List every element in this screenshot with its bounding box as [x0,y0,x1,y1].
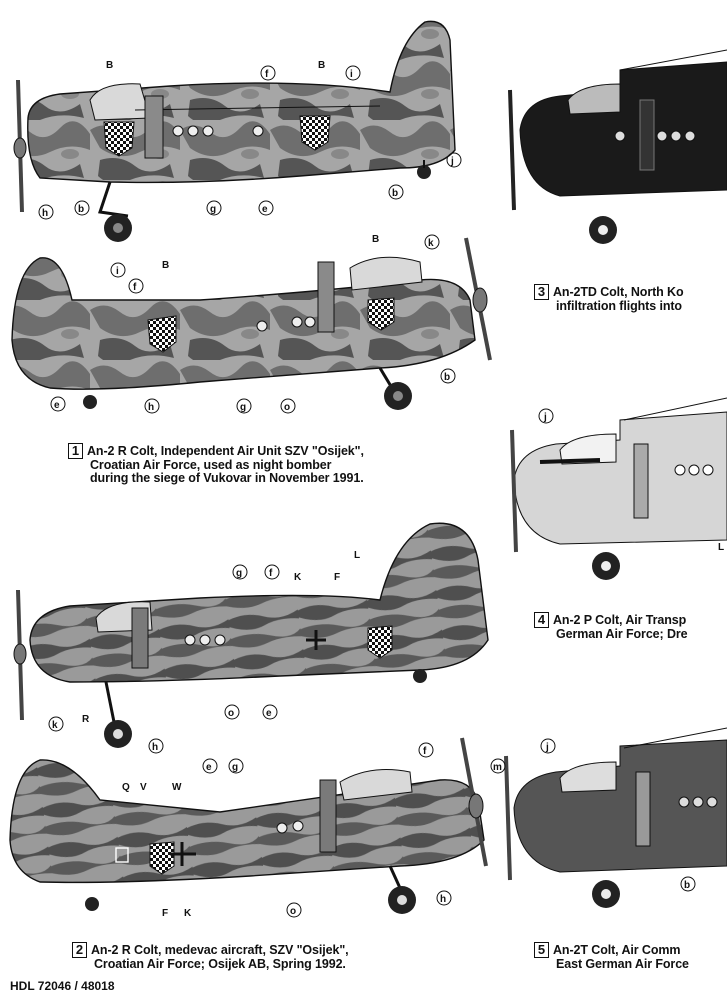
callout-p4-8: o [290,906,296,917]
caption-2-line2: Croatian Air Force; Osijek AB, Spring 19… [94,957,346,971]
plane-7-profile [504,727,727,908]
callout-p4-3: e [206,762,212,773]
callout-p4-0: Q [122,782,130,793]
callout-p2-0: i [116,266,119,277]
callout-p1-4: j [450,156,454,167]
callout-p1-5: b [392,188,398,199]
callout-p1-2: B [318,60,325,71]
caption-1: 1 An-2 R Colt, Independent Air Unit SZV "… [68,443,364,485]
callout-p3-1: f [269,568,273,579]
callout-p1-3: i [350,69,353,80]
caption-1-number: 1 [68,443,83,459]
callout-p6-0: m [493,762,502,773]
callout-p6-2: b [684,880,690,891]
callout-p4-1: V [140,782,147,793]
caption-3-line2: infiltration flights into [556,299,682,313]
caption-5-number: 5 [534,942,549,958]
callout-p2-4: k [428,238,434,249]
callout-p1-9: e [262,204,268,215]
callout-p6-1: j [545,742,549,753]
callout-p5-0: j [543,412,547,423]
plane-6-profile [510,397,727,580]
callout-p4-7: K [184,908,192,919]
caption-1-line3: during the siege of Vukovar in November … [90,471,364,485]
callout-p3-8: o [228,708,234,719]
caption-2: 2 An-2 R Colt, medevac aircraft, SZV "Osi… [72,942,349,971]
caption-3-line1: An-2TD Colt, North Ko [553,285,684,299]
callout-p4-5: f [423,746,427,757]
caption-4-line2: German Air Force; Dre [556,627,688,641]
sheet-code-footer: HDL 72046 / 48018 [10,979,115,993]
caption-5-line1: An-2T Colt, Air Comm [553,943,681,957]
callout-p2-9: b [444,372,450,383]
callout-p2-3: B [162,260,169,271]
plane-1-profile [13,20,456,242]
callout-p1-1: f [265,69,269,80]
caption-4-line1: An-2 P Colt, Air Transp [553,613,687,627]
callout-p2-7: g [240,402,246,413]
plane-4-profile [9,737,488,914]
callout-p1-7: b [78,204,84,215]
callout-p2-6: h [148,402,154,413]
callout-p3-6: R [82,714,90,725]
callout-p4-6: F [162,908,168,919]
callout-p3-0: g [236,568,242,579]
caption-2-line1: An-2 R Colt, medevac aircraft, SZV "Osij… [91,943,349,957]
caption-4: 4 An-2 P Colt, Air Transp German Air Forc… [534,612,688,641]
caption-3-number: 3 [534,284,549,300]
callout-p3-4: L [354,550,360,561]
callout-p1-6: h [42,208,48,219]
callout-p3-3: F [334,572,340,583]
caption-3: 3 An-2TD Colt, North Ko infiltration flig… [534,284,684,313]
plane-2-profile [11,237,492,410]
callout-labels: B f B i j b h b g e i f B B k e h g o b … [38,60,724,919]
callout-p2-2: B [372,234,379,245]
callout-p3-9: e [266,708,272,719]
callout-p3-5: k [52,720,58,731]
callout-p2-5: e [54,400,60,411]
callout-p2-1: f [133,282,137,293]
callout-p7-0: L [718,542,724,553]
callout-p1-0: B [106,60,113,71]
callout-p2-8: o [284,402,290,413]
callout-p3-2: K [294,572,302,583]
caption-5: 5 An-2T Colt, Air Comm East German Air Fo… [534,942,689,971]
callout-p4-4: g [232,762,238,773]
callout-p4-9: h [440,894,446,905]
caption-2-number: 2 [72,942,87,958]
callout-p3-7: h [152,742,158,753]
callout-p1-8: g [210,204,216,215]
plane-5-profile [508,49,727,244]
callout-p4-2: W [172,782,182,793]
plane-3-profile [13,522,489,748]
caption-5-line2: East German Air Force [556,957,689,971]
caption-1-line1: An-2 R Colt, Independent Air Unit SZV "O… [87,444,364,458]
caption-4-number: 4 [534,612,549,628]
caption-1-line2: Croatian Air Force, used as night bomber [90,458,332,472]
